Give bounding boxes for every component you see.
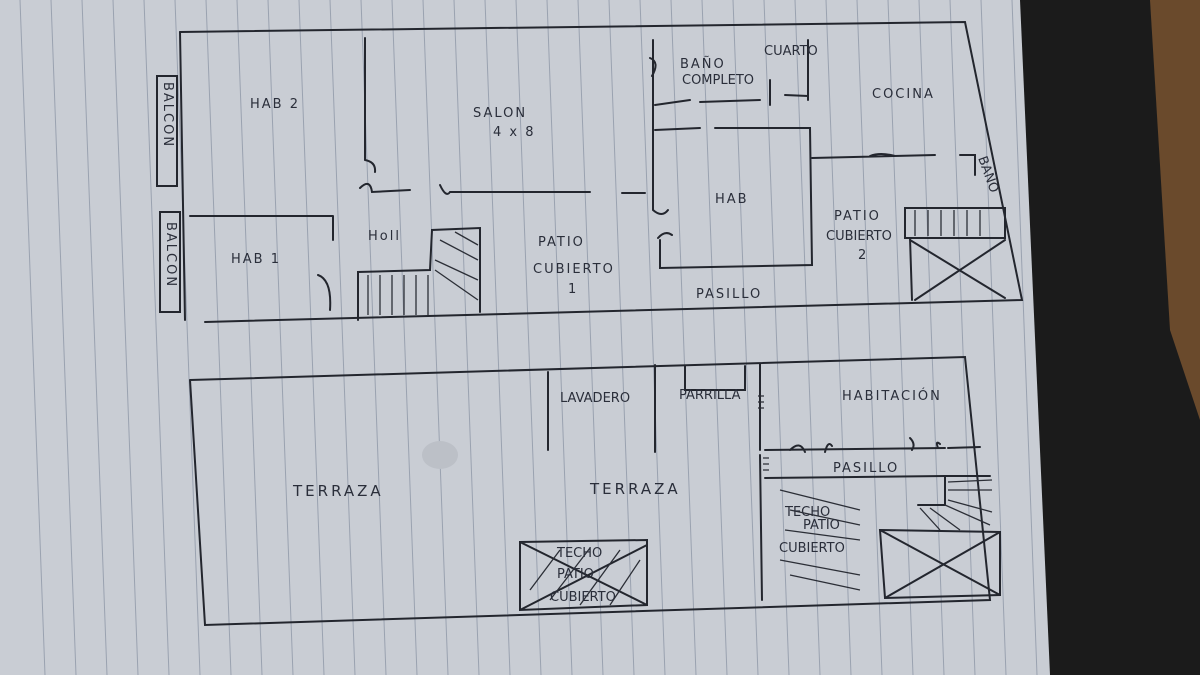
ruled-lines [19,0,1038,675]
label-patio-1: PATIO [538,235,585,250]
ruled-line [453,0,480,675]
label-patio-1-number: 1 [568,282,578,297]
room-labels-upper: TERRAZA TERRAZA LAVADERO PARRILLA HABITA… [292,388,942,605]
ruled-line [670,0,697,675]
label-pasillo-upper: PASILLO [833,461,899,476]
ruled-line [267,0,294,675]
label-techo-1-cubierto: CUBIERTO [550,590,616,605]
ruled-line [980,0,1007,675]
ruled-line [515,0,542,675]
label-patio-2-cubierto: CUBIERTO [826,229,892,244]
label-terraza-left: TERRAZA [292,482,384,500]
label-techo-1: TECHO [556,546,602,561]
label-bano-completo: BAÑO [680,56,726,72]
ruled-line [701,0,728,675]
label-balcon-top: BALCON [160,82,175,148]
ruled-line [732,0,759,675]
ruled-line [1011,0,1038,675]
ruled-line [422,0,449,675]
label-hab-1: HAB 1 [231,252,281,267]
label-balcon-bottom: BALCON [163,222,178,288]
ruled-line [949,0,976,675]
label-techo-2: TECHO [784,505,830,520]
ruled-line [763,0,790,675]
paper-sheet [0,0,1050,675]
label-techo-2-cubierto: CUBIERTO [779,541,845,556]
label-techo-2-patio: PATIO [803,518,840,533]
ruled-line [50,0,77,675]
ruled-line [608,0,635,675]
ruled-line [174,0,201,675]
label-lavadero: LAVADERO [560,391,630,406]
label-patio-2-number: 2 [858,248,868,263]
label-patio-2: PATIO [834,209,881,224]
ruled-line [205,0,232,675]
ruled-line [298,0,325,675]
label-bano-completo-b: COMPLETO [682,73,754,88]
ruled-line [856,0,883,675]
ruled-line [546,0,573,675]
label-parrilla: PARRILLA [679,388,741,403]
ground-floor-plan: HAB 2 HAB 1 BALCON BALCON SALON 4 x 8 Ho… [156,20,1024,323]
ruled-line [825,0,852,675]
wood-edge [1150,0,1200,420]
ruled-line [391,0,418,675]
ruled-line [577,0,604,675]
ruled-line [143,0,170,675]
ruled-line [887,0,914,675]
ruled-line [81,0,108,675]
label-cuarto: CUARTO [764,44,818,59]
ruled-line [236,0,263,675]
ruled-line [484,0,511,675]
room-labels-ground: HAB 2 HAB 1 BALCON BALCON SALON 4 x 8 Ho… [160,44,1002,302]
paper-stain [422,441,458,469]
ruled-line [329,0,356,675]
ruled-line [112,0,139,675]
label-holl: Holl [368,229,401,244]
label-hab-2: HAB 2 [250,97,300,112]
ruled-line [639,0,666,675]
label-hab: HAB [715,192,749,207]
label-habitacion: HABITACIÓN [842,388,942,404]
label-cocina: COCINA [872,87,935,102]
label-patio-1-cubierto: CUBIERTO [533,262,615,277]
label-salon-size: 4 x 8 [493,125,536,140]
upper-floor-plan: TERRAZA TERRAZA LAVADERO PARRILLA HABITA… [189,355,1001,627]
ruled-line [794,0,821,675]
label-techo-1-patio: PATIO [557,567,594,582]
ruled-line [19,0,46,675]
label-salon: SALON [473,106,527,121]
label-pasillo: PASILLO [696,287,762,302]
label-terraza-center: TERRAZA [589,480,681,498]
